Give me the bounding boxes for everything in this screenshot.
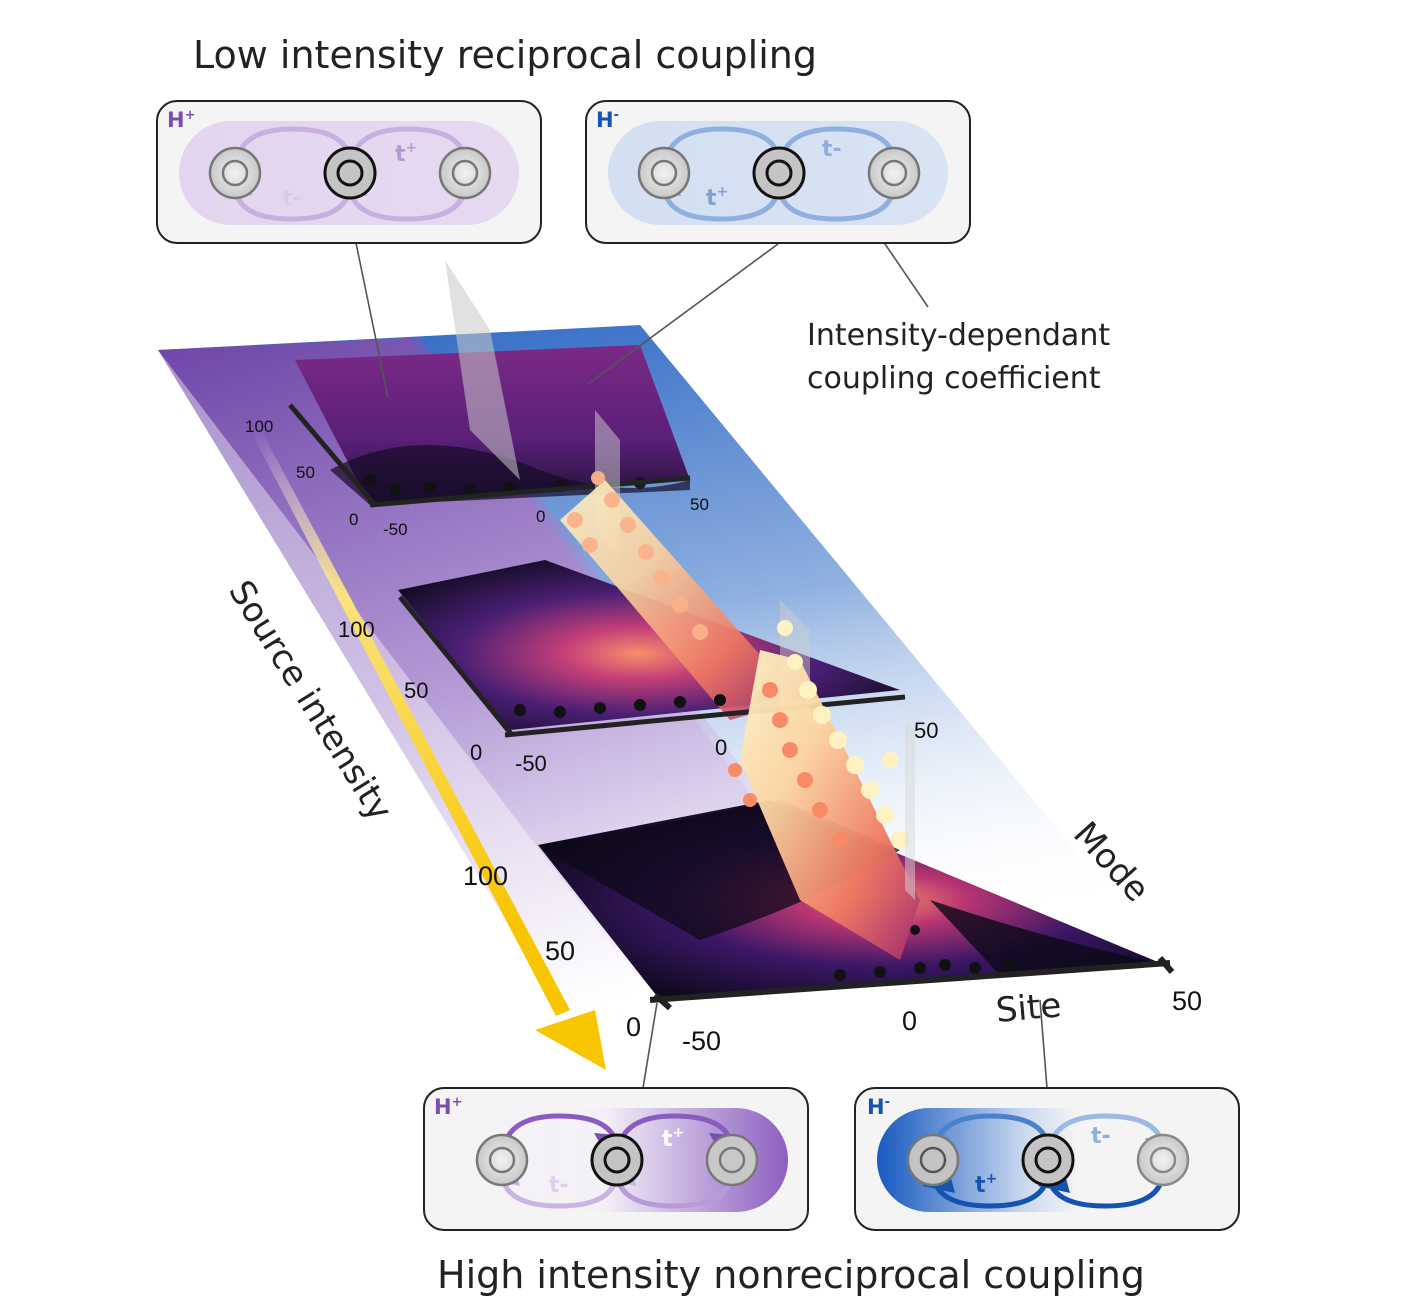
svg-text:t-: t-: [1091, 1124, 1111, 1149]
ticks-bottom-panel: 100 50 0 -50 0 50: [463, 861, 1202, 1056]
svg-text:H-: H-: [596, 108, 619, 132]
tick-y-100-low: 100: [463, 861, 508, 891]
svg-text:t-: t-: [822, 137, 842, 162]
tick-y-0-mid: 0: [470, 740, 482, 765]
tick-y-0-low: 0: [626, 1012, 641, 1042]
tick-x-neg50-low: -50: [682, 1026, 721, 1056]
source-intensity-arrow: [250, 430, 606, 1070]
svg-text:t+: t+: [662, 1125, 684, 1152]
tick-y-50-mid: 50: [404, 678, 428, 703]
tick-y-50-low: 50: [545, 936, 575, 966]
resonator-center: [323, 146, 377, 200]
inset-top-hminus: H- t+ t-: [585, 100, 971, 244]
slice-plane: [445, 260, 520, 480]
surface-high-intensity: [538, 620, 1175, 1011]
tick-x-neg50-top: -50: [383, 520, 408, 539]
svg-text:t-: t-: [282, 186, 302, 211]
axis-label-site: Site: [994, 985, 1063, 1031]
svg-text:H-: H-: [867, 1095, 890, 1119]
tick-x-0-mid: 0: [715, 735, 727, 760]
tick-x-50-mid: 50: [914, 718, 938, 743]
tick-x-50-low: 50: [1172, 986, 1202, 1016]
ticks-top-panel: 100 50 0 -50 0 50: [245, 417, 709, 539]
inset-bottom-hplus: H+ t+ t-: [423, 1087, 809, 1231]
tick-x-0-low: 0: [902, 1006, 917, 1036]
tick-x-50-top: 50: [690, 495, 709, 514]
annotation-line-2: coupling coefficient: [807, 361, 1101, 396]
svg-text:t-: t-: [549, 1173, 569, 1198]
title-high-intensity: High intensity nonreciprocal coupling: [437, 1253, 1145, 1297]
svg-text:H+: H+: [167, 108, 195, 132]
tick-y-100-mid: 100: [338, 617, 375, 642]
tick-y-0-top: 0: [349, 510, 358, 529]
ticks-mid-panel: 100 50 0 -50 0 50: [338, 617, 938, 776]
resonator-right: [438, 146, 492, 200]
tick-x-0-top: 0: [536, 507, 545, 526]
tick-y-50-top: 50: [296, 463, 315, 482]
title-low-intensity: Low intensity reciprocal coupling: [193, 33, 817, 77]
inset-top-hplus: H+ t+ t-: [156, 100, 542, 244]
svg-text:t+: t+: [975, 1171, 997, 1198]
annotation-line-1: Intensity-dependant: [807, 318, 1110, 353]
tick-y-100-top: 100: [245, 417, 273, 436]
svg-text:H+: H+: [434, 1095, 462, 1119]
inset-bottom-hminus: H- t+ t-: [854, 1087, 1240, 1231]
tick-x-neg50-mid: -50: [515, 751, 547, 776]
svg-text:t+: t+: [395, 140, 417, 167]
resonator-left: [208, 146, 262, 200]
svg-text:t+: t+: [706, 184, 728, 211]
